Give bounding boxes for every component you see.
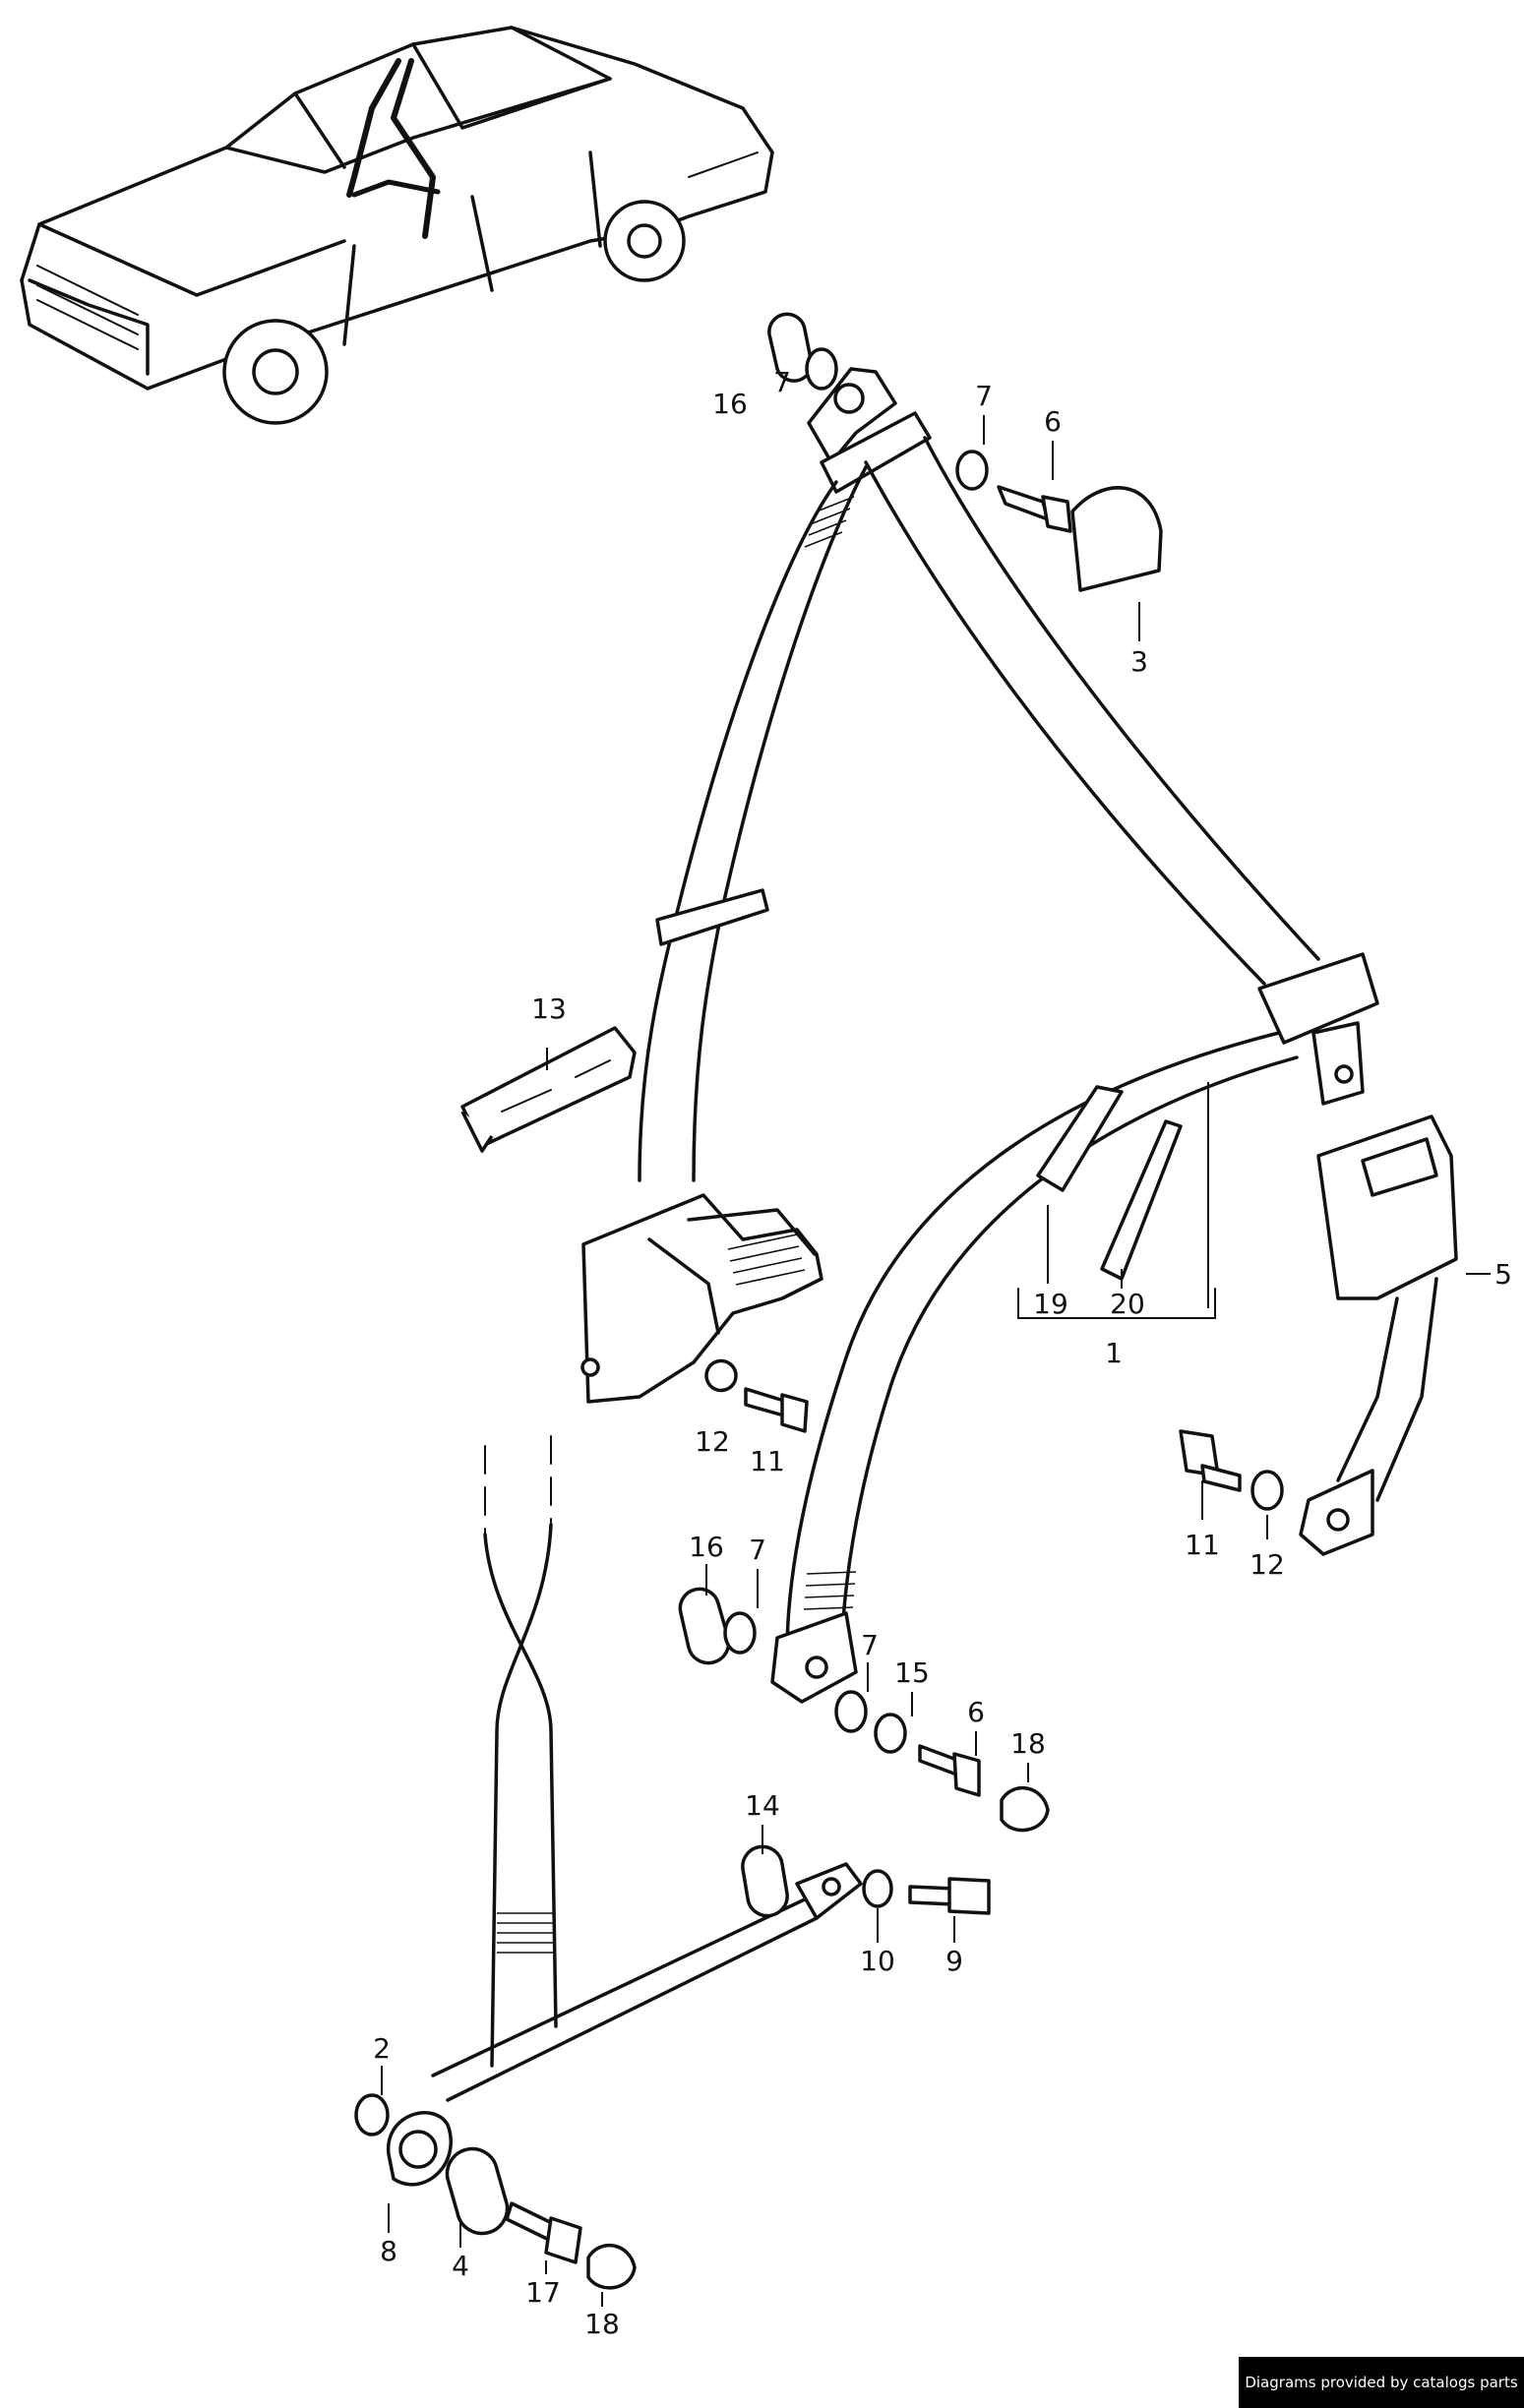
callout-13: 13 [531,993,567,1025]
callout-17: 17 [525,2276,561,2309]
slide-insert-20 [1100,1119,1183,1281]
callout-16: 16 [712,388,748,420]
callout-9: 9 [945,1945,963,1977]
callout-7: 7 [749,1534,766,1566]
washer-7b [955,450,989,491]
callout-6: 6 [967,1696,985,1728]
bushing-14 [741,1844,789,1918]
bracket-1 [1017,1288,1216,1319]
callout-20: 20 [1110,1288,1145,1320]
washer-7c [723,1611,757,1655]
callout-6: 6 [1044,405,1062,438]
callout-18: 18 [584,2308,620,2340]
washer-12a [704,1358,738,1393]
washer-2 [354,2093,390,2137]
callout-11: 11 [1185,1529,1220,1561]
trim-cover-3 [1070,486,1163,592]
callout-7: 7 [773,366,791,398]
bushing-16a [767,312,814,383]
cap-18b [586,2243,637,2290]
washer-7d [834,1690,868,1733]
callout-10: 10 [860,1945,895,1977]
callout-14: 14 [745,1789,780,1822]
washer-7a [805,347,838,391]
callout-7: 7 [861,1629,879,1661]
vehicle-illustration [20,26,774,425]
buckle-assembly-5 [1299,1114,1458,1556]
hardware [354,312,1284,2290]
callout-8: 8 [380,2235,397,2267]
callout-15: 15 [894,1656,930,1689]
upper-belt-assembly [638,367,1379,1704]
washer-10 [862,1869,893,1908]
callout-2: 2 [373,2032,391,2065]
callout-4: 4 [452,2250,469,2282]
callout-5: 5 [1494,1258,1512,1291]
belt-retractor [580,1193,823,1404]
callout-labels: 16 7 7 6 3 13 5 19 20 1 12 11 11 12 16 7… [373,366,1512,2340]
callout-1: 1 [1105,1337,1123,1369]
callout-16: 16 [689,1531,724,1563]
credit-banner: Diagrams provided by catalogs parts [1239,2357,1524,2408]
callout-11: 11 [750,1445,785,1477]
guide-plate-19 [1036,1085,1124,1192]
spacer-4 [445,2146,510,2236]
callout-7: 7 [975,380,993,412]
leader-lines [381,415,1491,2307]
callout-19: 19 [1033,1288,1068,1320]
cap-18a [1000,1785,1050,1833]
guide-clip-13 [460,1026,637,1153]
washer-15 [874,1713,907,1754]
bushing-16b [678,1587,731,1665]
callout-12: 12 [1250,1548,1285,1581]
callout-12: 12 [695,1425,730,1458]
callout-18: 18 [1010,1727,1046,1760]
callout-3: 3 [1130,645,1148,678]
bolt-6a [997,485,1050,521]
lower-anchor-assembly [387,1435,863,2187]
washer-12b [1250,1470,1284,1511]
